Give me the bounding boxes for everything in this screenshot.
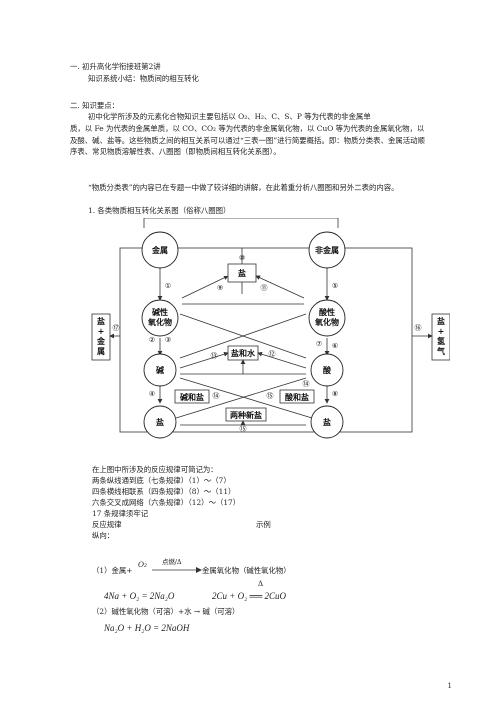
label-metal: 金属 bbox=[151, 245, 168, 255]
num-10: ⑩ bbox=[239, 254, 245, 262]
outer-frame bbox=[119, 247, 413, 433]
salt-left-circle bbox=[143, 405, 177, 439]
label-acid: 酸 bbox=[323, 365, 332, 375]
right-box-3: 氢 bbox=[437, 336, 445, 346]
section-heading-1: 一. 初升高化学衔接班第2讲 bbox=[70, 62, 161, 71]
num-15a: ⑮ bbox=[267, 392, 274, 400]
num-13: ⑬ bbox=[211, 352, 218, 360]
equation-1b: 2Cu + O₂ ══ 2CuO bbox=[212, 591, 286, 601]
two-salts-frame bbox=[225, 407, 267, 422]
page-number: 1 bbox=[447, 682, 452, 690]
base-salt-frame bbox=[174, 389, 210, 404]
label-basic-oxide-1: 碱性 bbox=[152, 307, 168, 317]
label-base: 碱 bbox=[156, 365, 164, 375]
label-base-salt: 碱和盐 bbox=[180, 392, 204, 402]
num-11: ⑪ bbox=[261, 284, 268, 292]
equation-1b-condition: Δ bbox=[258, 580, 264, 588]
equation-1a: 4Na + O₂ = 2Na₂O bbox=[104, 591, 175, 601]
num-5: ⑤ bbox=[332, 282, 338, 290]
num-14b: ⑭ bbox=[303, 380, 310, 388]
salt-right-circle bbox=[310, 405, 344, 439]
rule-3: 六条交叉成网络（六条规律）（12）～（17） bbox=[92, 498, 241, 507]
num-8: ⑧ bbox=[332, 390, 338, 398]
basic-oxide-circle bbox=[141, 299, 179, 337]
column-head-left: 反应规律 bbox=[92, 520, 122, 529]
nonmetal-circle bbox=[308, 231, 346, 269]
num-2: ② bbox=[149, 336, 155, 344]
label-acidic-oxide-2: 氧化物 bbox=[314, 317, 339, 327]
conversion-diagram: 金属 非金属 盐 碱性 氧化物 酸性 氧化物 碱 酸 盐和水 碱和盐 酸和盐 两… bbox=[91, 218, 450, 439]
label-two-salts: 两种新盐 bbox=[230, 410, 262, 420]
right-box-1: 盐 bbox=[437, 316, 445, 326]
metal-circle bbox=[141, 231, 179, 269]
item-1-condition: 点燃/Δ bbox=[162, 558, 182, 566]
right-box-2: + bbox=[438, 326, 445, 336]
num-12: ⑫ bbox=[269, 350, 276, 358]
rules-intro: 在上图中所涉及的反应规律可简记为： bbox=[92, 465, 218, 474]
paragraph-1-first-line: 初中化学所涉及的元素化合物知识主要包括以 O₂、H₂、C、S、P 等为代表的非金… bbox=[88, 112, 371, 121]
num-16: ⑯ bbox=[415, 324, 422, 332]
paragraph-2: “物质分类表”的内容已在专题一中做了较详细的讲解，在此着重分析八圈图和另外二表的… bbox=[88, 183, 399, 192]
num-14a: ⑭ bbox=[213, 392, 220, 400]
right-box-4: 气 bbox=[436, 346, 445, 356]
label-basic-oxide-2: 氧化物 bbox=[147, 317, 172, 327]
rule-1: 两条纵线通到底（七条规律）（1）～（7） bbox=[92, 476, 231, 485]
rule-2: 四条横线相联系（四条规律）（8）～（11） bbox=[92, 487, 236, 496]
num-7: ⑦ bbox=[316, 340, 322, 348]
section-1-title: 1. 各类物质相互转化关系图（俗称八圈图） bbox=[88, 206, 231, 215]
num-17: ⑰ bbox=[113, 324, 120, 332]
paragraph-1-rest: 质，以 Fe 为代表的金属单质，以 CO、CO₂ 等为代表的非金属氧化物，以 C… bbox=[70, 124, 425, 156]
label-acidic-oxide-1: 酸性 bbox=[319, 307, 335, 317]
item-2: （2）碱性氧化物（可溶）+水 → 碱（可溶） bbox=[92, 607, 240, 616]
left-box-1: 盐 bbox=[97, 316, 105, 326]
label-nonmetal: 非金属 bbox=[315, 245, 339, 255]
num-1: ① bbox=[165, 282, 171, 290]
label-salt-right: 盐 bbox=[323, 417, 331, 427]
acid-salt-frame bbox=[279, 389, 315, 404]
num-3: ③ bbox=[165, 336, 171, 344]
rule-4: 17 条规律须牢记 bbox=[92, 509, 149, 518]
equation-2: Na₂O + H₂O = 2NaOH bbox=[104, 623, 190, 633]
column-head-right: 示例 bbox=[256, 520, 271, 529]
num-6: ⑥ bbox=[332, 342, 338, 350]
num-15b: ⑮ bbox=[240, 425, 247, 433]
num-4: ④ bbox=[149, 390, 155, 398]
label-salt-water: 盐和水 bbox=[231, 348, 256, 358]
left-box-3: 金 bbox=[96, 336, 106, 346]
label-salt-top: 盐 bbox=[238, 268, 246, 278]
item-1-arrow bbox=[152, 567, 202, 573]
item-1-result: 金属氧化物（碱性氧化物） bbox=[202, 566, 291, 575]
num-9: ⑨ bbox=[217, 284, 223, 292]
left-box-2: + bbox=[98, 326, 105, 336]
item-1-label: （1）金属+ bbox=[92, 566, 133, 575]
section-heading-2: 二. 知识要点： bbox=[70, 101, 120, 110]
label-salt-left: 盐 bbox=[156, 417, 164, 427]
subtitle: 知识系统小结：物质间的相互转化 bbox=[88, 74, 199, 83]
label-acid-salt: 酸和盐 bbox=[285, 392, 309, 402]
acid-circle bbox=[310, 353, 344, 387]
item-1-reagent: O₂ bbox=[138, 560, 148, 569]
base-circle bbox=[143, 353, 177, 387]
left-box-4: 属 bbox=[97, 346, 105, 356]
acidic-oxide-circle bbox=[308, 299, 346, 337]
vertical-label: 纵向： bbox=[92, 531, 115, 540]
